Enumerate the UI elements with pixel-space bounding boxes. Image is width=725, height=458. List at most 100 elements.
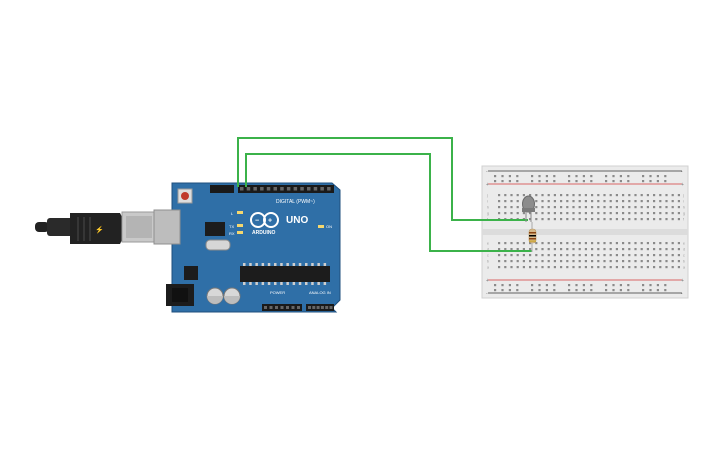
terminal-hole xyxy=(671,266,674,269)
terminal-hole xyxy=(653,260,656,263)
terminal-hole xyxy=(615,248,618,251)
led-component[interactable] xyxy=(522,195,535,222)
rail-hole xyxy=(605,180,608,183)
arduino-uno-board[interactable]: DIGITAL (PWM~) − + UNO ARDUINO L TX RX O… xyxy=(153,182,341,313)
digital-pin-hole xyxy=(300,187,304,191)
digital-pin-hole xyxy=(260,187,264,191)
terminal-hole xyxy=(671,194,674,197)
terminal-hole xyxy=(659,206,662,209)
row-label: c xyxy=(683,254,685,258)
row-label: b xyxy=(683,260,685,264)
rail-hole xyxy=(605,175,608,178)
digital-pin-hole xyxy=(307,187,311,191)
terminal-hole xyxy=(597,200,600,203)
terminal-hole xyxy=(504,254,507,257)
terminal-hole xyxy=(628,218,631,221)
terminal-hole xyxy=(498,194,501,197)
terminal-hole xyxy=(597,218,600,221)
mcu-pin xyxy=(286,263,289,266)
reset-button-cap[interactable] xyxy=(181,192,189,200)
terminal-hole xyxy=(504,266,507,269)
terminal-hole xyxy=(510,194,513,197)
terminal-hole xyxy=(659,260,662,263)
mcu-pin xyxy=(255,263,258,266)
rail-polarity-label: + xyxy=(681,182,684,188)
terminal-hole xyxy=(677,200,680,203)
terminal-hole xyxy=(591,248,594,251)
rail-hole xyxy=(545,284,548,287)
terminal-hole xyxy=(553,206,556,209)
terminal-hole xyxy=(615,254,618,257)
terminal-hole xyxy=(634,194,637,197)
terminal-hole xyxy=(504,260,507,263)
terminal-hole xyxy=(566,206,569,209)
mcu-pin xyxy=(280,263,283,266)
row-label: f xyxy=(683,218,684,222)
terminal-hole xyxy=(634,200,637,203)
terminal-hole xyxy=(560,242,563,245)
terminal-hole xyxy=(640,206,643,209)
svg-text:+: + xyxy=(268,218,272,225)
led-rx-label: RX xyxy=(229,231,235,236)
terminal-hole xyxy=(566,266,569,269)
wire-pin12-to-resistor[interactable] xyxy=(245,153,532,252)
wire-pin13-to-led[interactable] xyxy=(237,137,528,221)
led-l xyxy=(237,211,243,214)
rail-hole xyxy=(642,284,645,287)
terminal-hole xyxy=(584,206,587,209)
terminal-hole xyxy=(541,218,544,221)
terminal-hole xyxy=(541,266,544,269)
terminal-hole xyxy=(640,212,643,215)
rail-hole xyxy=(545,175,548,178)
resistor-component[interactable] xyxy=(528,222,537,252)
mcu-pin xyxy=(305,282,308,285)
mcu-pin xyxy=(274,282,277,285)
terminal-hole xyxy=(665,212,668,215)
row-label: b xyxy=(487,260,489,264)
usb-plug-body xyxy=(70,213,122,244)
terminal-hole xyxy=(541,242,544,245)
terminal-hole xyxy=(622,200,625,203)
digital-header-label: DIGITAL (PWM~) xyxy=(276,199,315,205)
power-analog-pin-holes xyxy=(264,306,333,309)
rail-hole xyxy=(501,180,504,183)
power-pin-hole xyxy=(286,306,289,309)
terminal-hole xyxy=(591,212,594,215)
terminal-hole xyxy=(510,260,513,263)
rail-hole xyxy=(619,180,622,183)
digital-pin-hole xyxy=(240,187,244,191)
digital-pin-hole xyxy=(313,187,318,191)
terminal-hole xyxy=(566,248,569,251)
terminal-hole xyxy=(677,254,680,257)
terminal-hole xyxy=(498,254,501,257)
terminal-hole xyxy=(578,248,581,251)
usb-cable[interactable]: ⚡ xyxy=(35,211,157,244)
terminal-hole xyxy=(646,260,649,263)
terminal-hole xyxy=(609,254,612,257)
mcu-pin xyxy=(311,282,314,285)
rail-hole xyxy=(627,175,630,178)
resistor-band xyxy=(529,240,536,242)
terminal-hole xyxy=(510,266,513,269)
terminal-hole xyxy=(597,242,600,245)
terminal-hole xyxy=(677,194,680,197)
terminal-hole xyxy=(498,242,501,245)
digital-pin-holes xyxy=(240,187,331,191)
terminal-hole xyxy=(609,218,612,221)
terminal-hole xyxy=(510,254,513,257)
terminal-hole xyxy=(622,218,625,221)
rail-hole xyxy=(538,180,541,183)
board-model-label: UNO xyxy=(286,215,308,226)
terminal-hole xyxy=(646,194,649,197)
row-label: e xyxy=(487,242,489,246)
wires[interactable] xyxy=(237,137,532,252)
terminal-hole xyxy=(640,218,643,221)
led-tx-label: TX xyxy=(229,224,234,229)
terminal-hole xyxy=(634,248,637,251)
terminal-hole xyxy=(665,248,668,251)
terminal-hole xyxy=(516,260,519,263)
terminal-hole xyxy=(504,248,507,251)
